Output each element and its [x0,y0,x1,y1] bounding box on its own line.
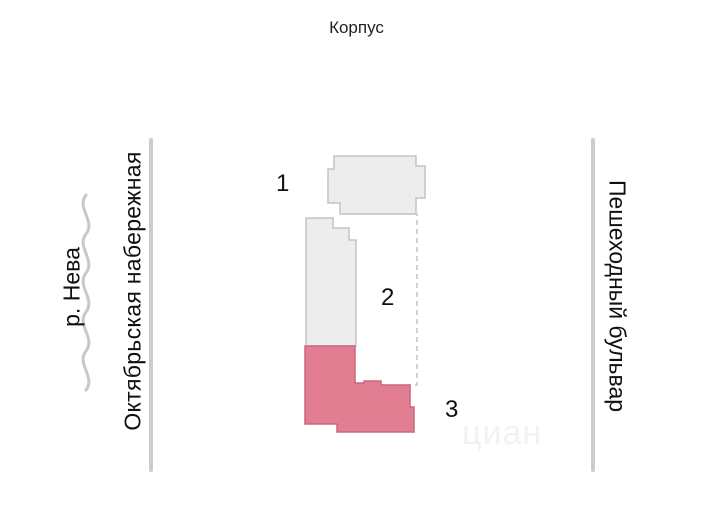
building-2-number[interactable]: 2 [381,284,395,311]
boulevard-label: Пешеходный бульвар [604,179,631,413]
river-wave-icon [81,193,91,392]
embankment-label: Октябрьская набережная [119,151,146,431]
river-label: р. Нева [58,247,85,327]
watermark-logo: циан [462,414,543,452]
building-3-number[interactable]: 3 [445,396,459,423]
building-1-number[interactable]: 1 [276,170,290,197]
building-1[interactable] [327,155,426,215]
building-2[interactable] [305,217,357,347]
page-title: Корпус [329,18,384,37]
building-3[interactable] [304,345,415,433]
